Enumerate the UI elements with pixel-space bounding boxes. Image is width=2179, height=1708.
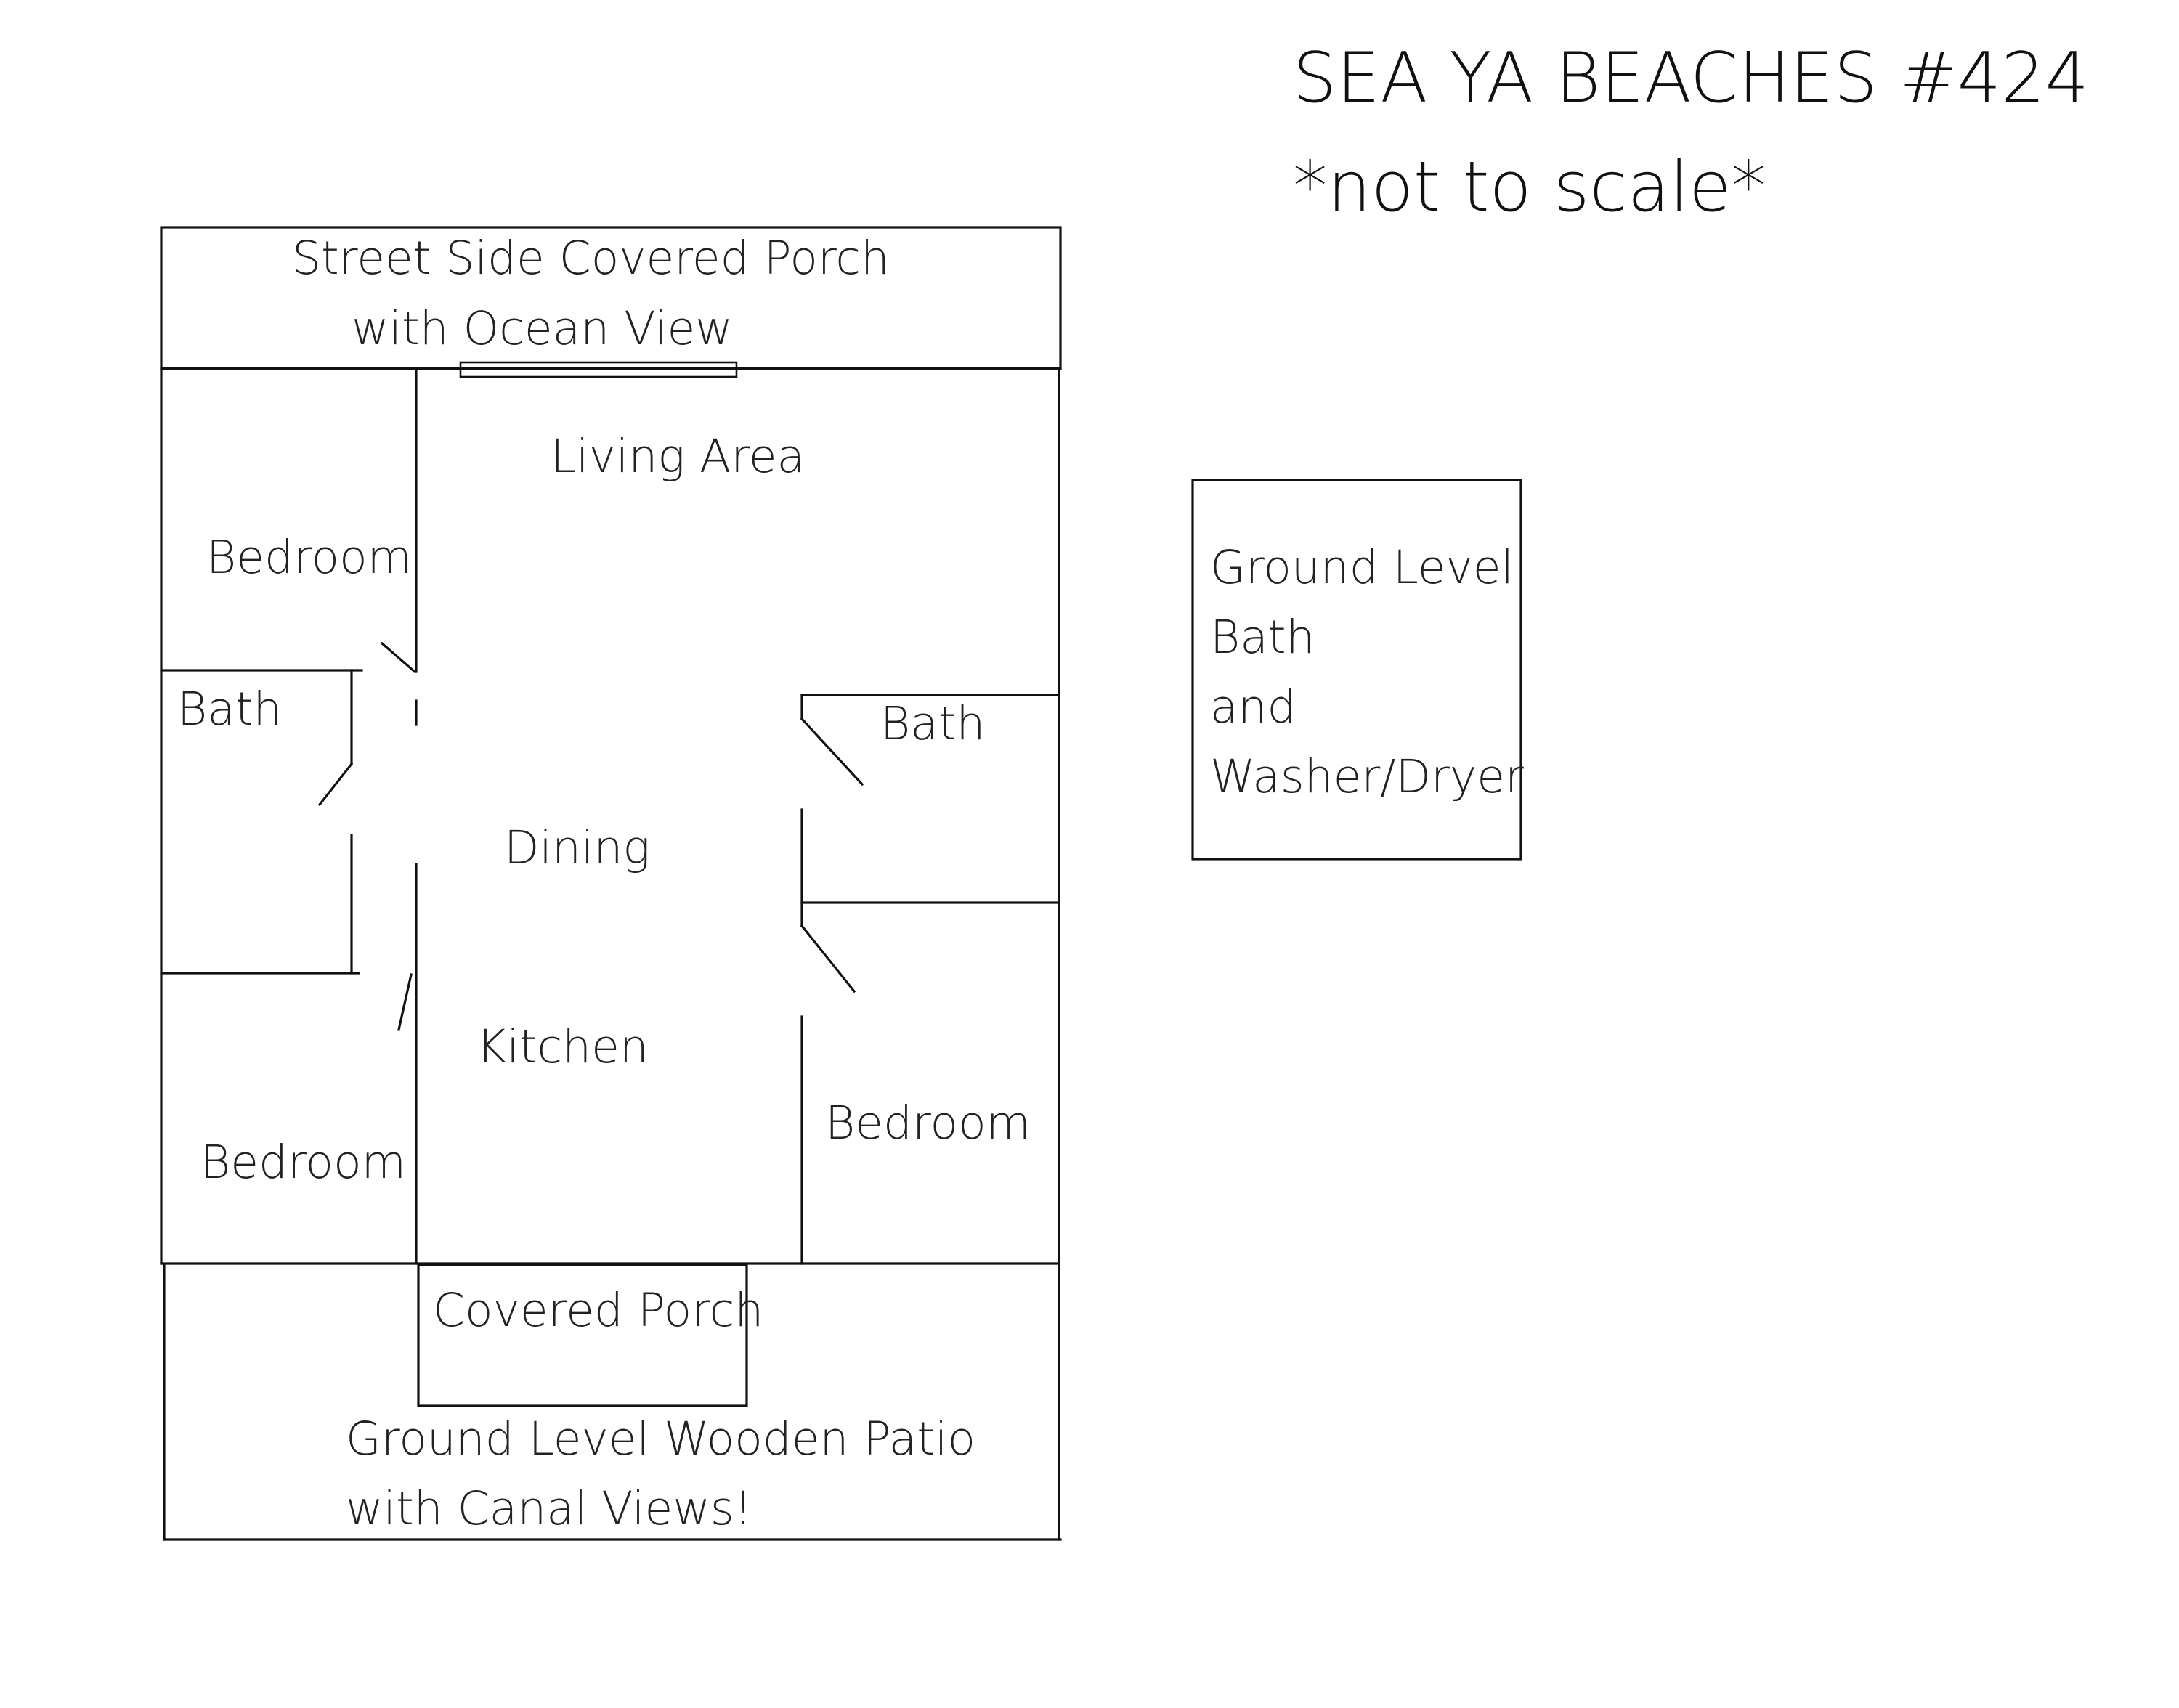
ground-bath-label-2: Bath [1210, 611, 1315, 664]
street-porch-label-1: Street Side Covered Porch [292, 232, 890, 285]
bath-right-label: Bath [880, 697, 986, 750]
patio [163, 1264, 1062, 1541]
living-area-label: Living Area [551, 430, 805, 483]
covered-porch [417, 1264, 748, 1407]
ground-level-bath [1191, 479, 1522, 861]
ground-bath-label-1: Ground Level [1210, 541, 1514, 594]
covered-porch-label: Covered Porch [433, 1284, 763, 1337]
street-porch-label-2: with Ocean View [352, 302, 733, 355]
bedroom-top-left-label: Bedroom [206, 531, 412, 584]
patio-label-2: with Canal Views! [346, 1482, 752, 1535]
plan-subtitle: *not to scale* [1293, 147, 1766, 227]
dining-label: Dining [504, 821, 650, 874]
kitchen-label: Kitchen [476, 1020, 649, 1073]
ground-bath-label-4: Washer/Dryer [1210, 750, 1524, 803]
bedroom-right-label: Bedroom [825, 1097, 1031, 1150]
plan-title: SEA YA BEACHES #424 [1293, 38, 2089, 118]
ground-bath-label-3: and [1210, 680, 1297, 733]
bedroom-bottom-left-label: Bedroom [200, 1136, 406, 1189]
patio-label-1: Ground Level Wooden Patio [346, 1412, 975, 1465]
bath-left-label: Bath [177, 683, 283, 736]
house-walls [160, 367, 1062, 1265]
